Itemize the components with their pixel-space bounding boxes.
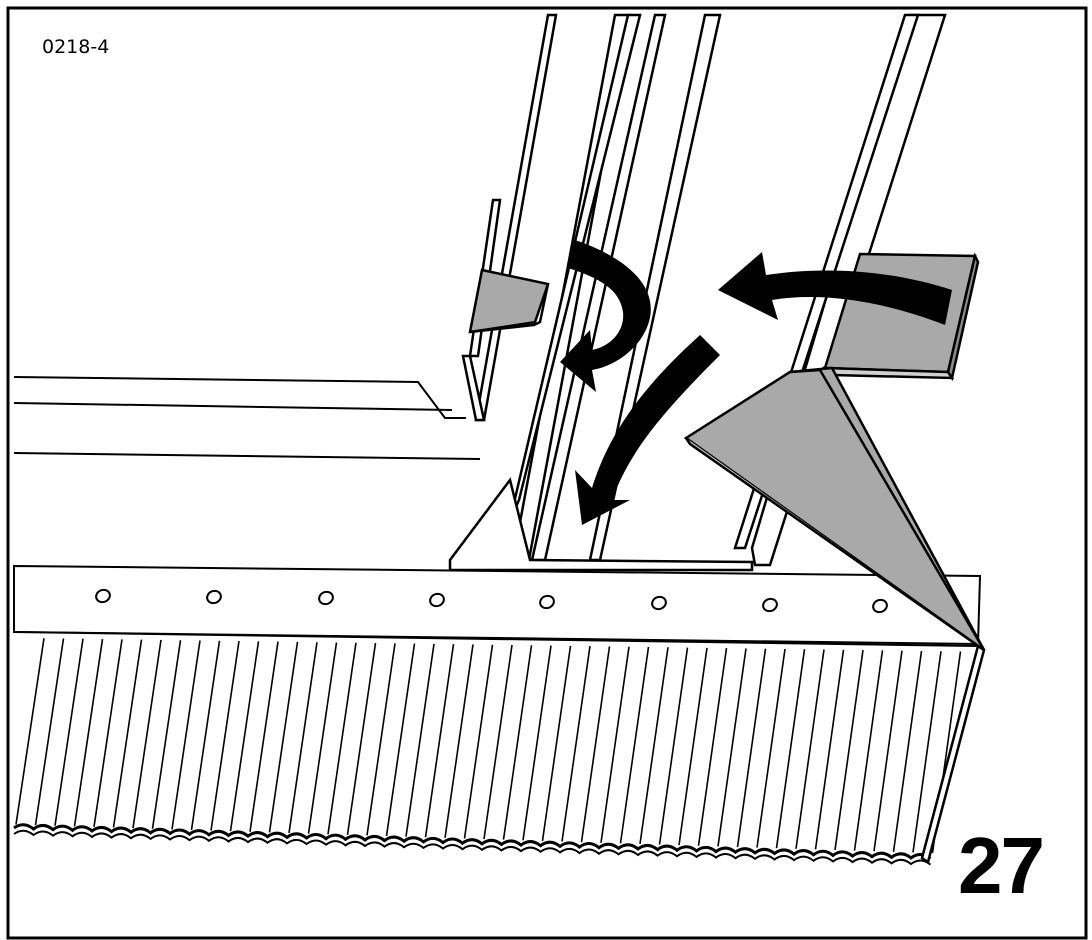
- panel-rib: [756, 648, 786, 848]
- panel-rib: [463, 644, 494, 839]
- wavy-panel-edge: [13, 823, 932, 860]
- mounting-hole: [206, 589, 222, 605]
- panel-rib: [132, 639, 162, 829]
- panel-rib: [853, 650, 884, 851]
- panel-rib: [541, 645, 572, 841]
- mounting-hole: [429, 592, 445, 608]
- down-curved-arrow: [575, 335, 720, 525]
- panel-rib: [424, 644, 455, 838]
- arrows: [560, 240, 952, 525]
- panel-rib: [112, 639, 143, 828]
- panel-rib: [190, 640, 221, 831]
- panel-rib: [619, 646, 650, 844]
- panel-rib: [385, 643, 416, 837]
- mounting-hole: [539, 594, 555, 610]
- mounting-hole: [95, 588, 111, 604]
- panel-rib: [405, 643, 435, 837]
- panel-rib: [34, 638, 65, 826]
- panel-rib: [93, 639, 123, 828]
- mounting-hole: [318, 590, 334, 606]
- mounting-hole: [872, 598, 888, 614]
- panel-rib: [522, 645, 552, 841]
- panel-rib: [873, 650, 903, 852]
- panel-rib: [697, 648, 728, 846]
- panel-rib: [444, 644, 474, 838]
- panel-rib: [795, 649, 825, 849]
- panel-rib: [171, 640, 201, 830]
- panel-rib: [54, 638, 84, 826]
- panel-rib: [912, 651, 942, 853]
- right-inward-arrow: [718, 252, 952, 325]
- panel-rib: [561, 646, 591, 842]
- panel-rib: [73, 638, 104, 827]
- panel-rib: [288, 642, 318, 834]
- perforated-edge-strip: [13, 564, 982, 646]
- panel-rib: [210, 640, 240, 831]
- panel-rib: [502, 645, 533, 840]
- panel-rib: [366, 643, 396, 836]
- panel-rib: [736, 648, 767, 848]
- panel-rib: [600, 646, 630, 843]
- panel-rib: [639, 647, 669, 845]
- left-flashing-tab: [468, 268, 550, 334]
- panel-rib: [658, 647, 689, 845]
- step-number: 27: [958, 821, 1045, 910]
- panel-rib: [678, 647, 708, 846]
- panel-rib: [483, 644, 513, 840]
- panel-rib: [15, 638, 45, 825]
- panel-rib: [834, 650, 864, 851]
- panel-rib: [717, 648, 747, 847]
- triangular-corner-flashing: [683, 366, 986, 652]
- panel-rib: [892, 650, 923, 852]
- mounting-hole: [651, 595, 667, 611]
- panel-rib: [307, 642, 338, 834]
- panel-rib: [580, 646, 611, 843]
- corrugated-roof-panel: [13, 631, 986, 866]
- wavy-panel-edge-inner: [13, 829, 932, 866]
- curved-fold-arrow: [560, 240, 651, 392]
- panel-rib: [249, 641, 279, 832]
- panel-rib: [814, 649, 845, 850]
- panel-rib: [229, 641, 260, 832]
- panel-rib: [346, 642, 377, 835]
- figure-code: 0218-4: [42, 36, 110, 58]
- panel-rib: [268, 641, 299, 833]
- panel-rib: [775, 649, 806, 849]
- horizontal-beam: [13, 376, 481, 460]
- panel-rib: [151, 640, 182, 829]
- mounting-hole: [762, 597, 778, 613]
- panel-rib: [327, 642, 357, 835]
